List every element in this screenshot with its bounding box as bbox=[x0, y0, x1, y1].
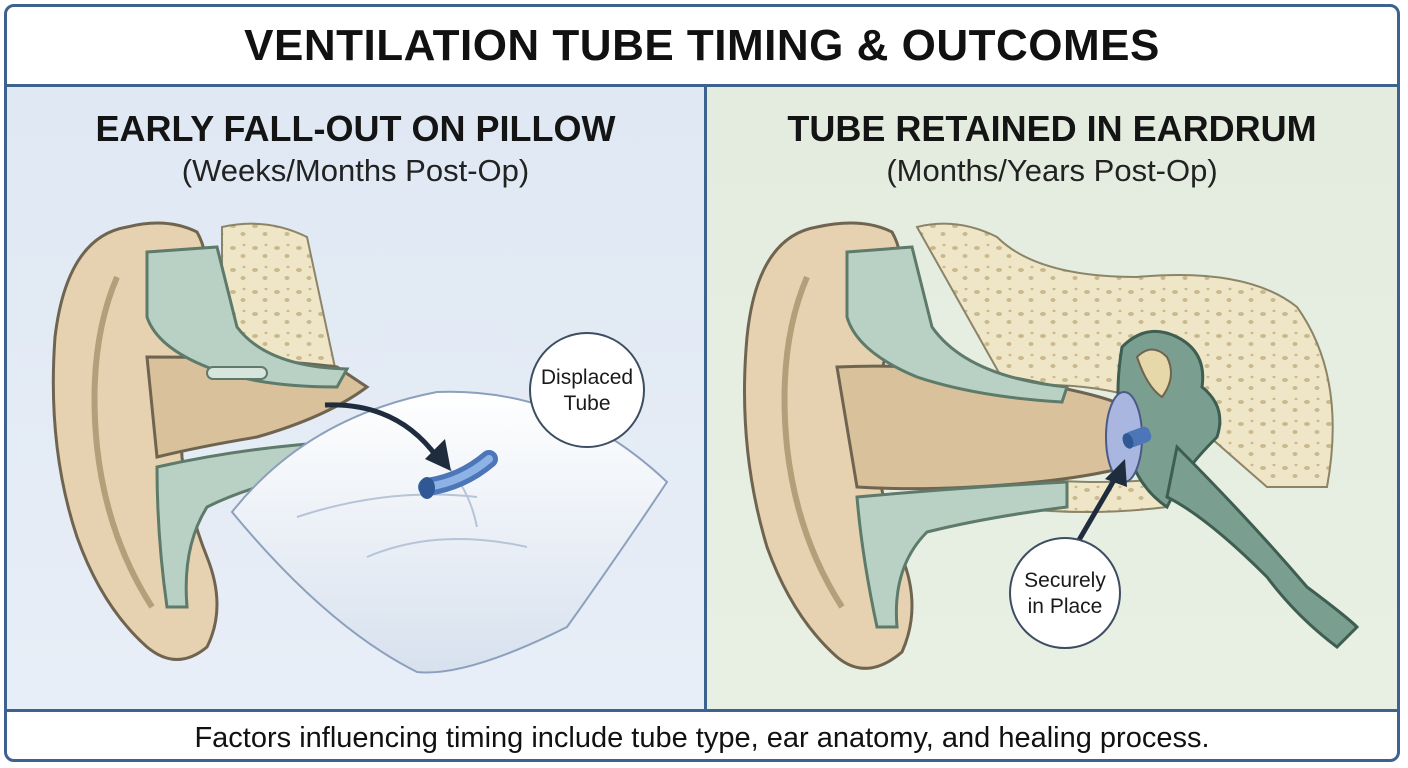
callout-circle-displaced bbox=[529, 332, 645, 448]
retained-tube-icon bbox=[1122, 426, 1152, 449]
callout-line1: Securely bbox=[1024, 569, 1106, 592]
footer-text: Factors influencing timing include tube … bbox=[194, 722, 1210, 754]
callout-displaced-tube: Displaced Tube bbox=[530, 365, 644, 417]
title-bar: VENTILATION TUBE TIMING & OUTCOMES bbox=[7, 7, 1397, 87]
callout-line2: Tube bbox=[563, 392, 611, 415]
callout-securely-in-place: Securely in Place bbox=[1009, 568, 1121, 620]
panel-early-fall-out: EARLY FALL-OUT ON PILLOW (Weeks/Months P… bbox=[7, 87, 707, 709]
cartilage-lower bbox=[855, 480, 1069, 629]
cartilage-upper bbox=[145, 245, 350, 389]
heading-tube-retained: TUBE RETAINED IN EARDRUM bbox=[787, 108, 1317, 149]
callout-line1: Displaced bbox=[540, 366, 634, 389]
pillow bbox=[230, 390, 669, 674]
ear-cross-section-illustration bbox=[743, 221, 1360, 670]
infographic-frame: VENTILATION TUBE TIMING & OUTCOMES bbox=[4, 4, 1400, 762]
panel-tube-retained: TUBE RETAINED IN EARDRUM (Months/Years P… bbox=[707, 87, 1397, 709]
eustachian-tube bbox=[1165, 443, 1360, 649]
panel-heading-left: EARLY FALL-OUT ON PILLOW (Weeks/Months P… bbox=[7, 109, 704, 191]
panel-heading-right: TUBE RETAINED IN EARDRUM (Months/Years P… bbox=[707, 109, 1397, 191]
subheading-weeks-months: (Weeks/Months Post-Op) bbox=[181, 153, 530, 188]
ear-pillow-illustration bbox=[51, 221, 669, 674]
cartilage-lower bbox=[155, 440, 344, 609]
cartilage-upper bbox=[845, 245, 1070, 404]
callout-circle-secure bbox=[1009, 537, 1121, 649]
page-title: VENTILATION TUBE TIMING & OUTCOMES bbox=[244, 20, 1160, 70]
displaced-tube-icon bbox=[418, 450, 498, 499]
subheading-months-years: (Months/Years Post-Op) bbox=[886, 153, 1218, 188]
fall-arrow bbox=[324, 402, 440, 459]
heading-early-fall-out: EARLY FALL-OUT ON PILLOW bbox=[95, 108, 616, 149]
footer-note: Factors influencing timing include tube … bbox=[7, 709, 1397, 759]
callout-line2: in Place bbox=[1027, 595, 1103, 618]
